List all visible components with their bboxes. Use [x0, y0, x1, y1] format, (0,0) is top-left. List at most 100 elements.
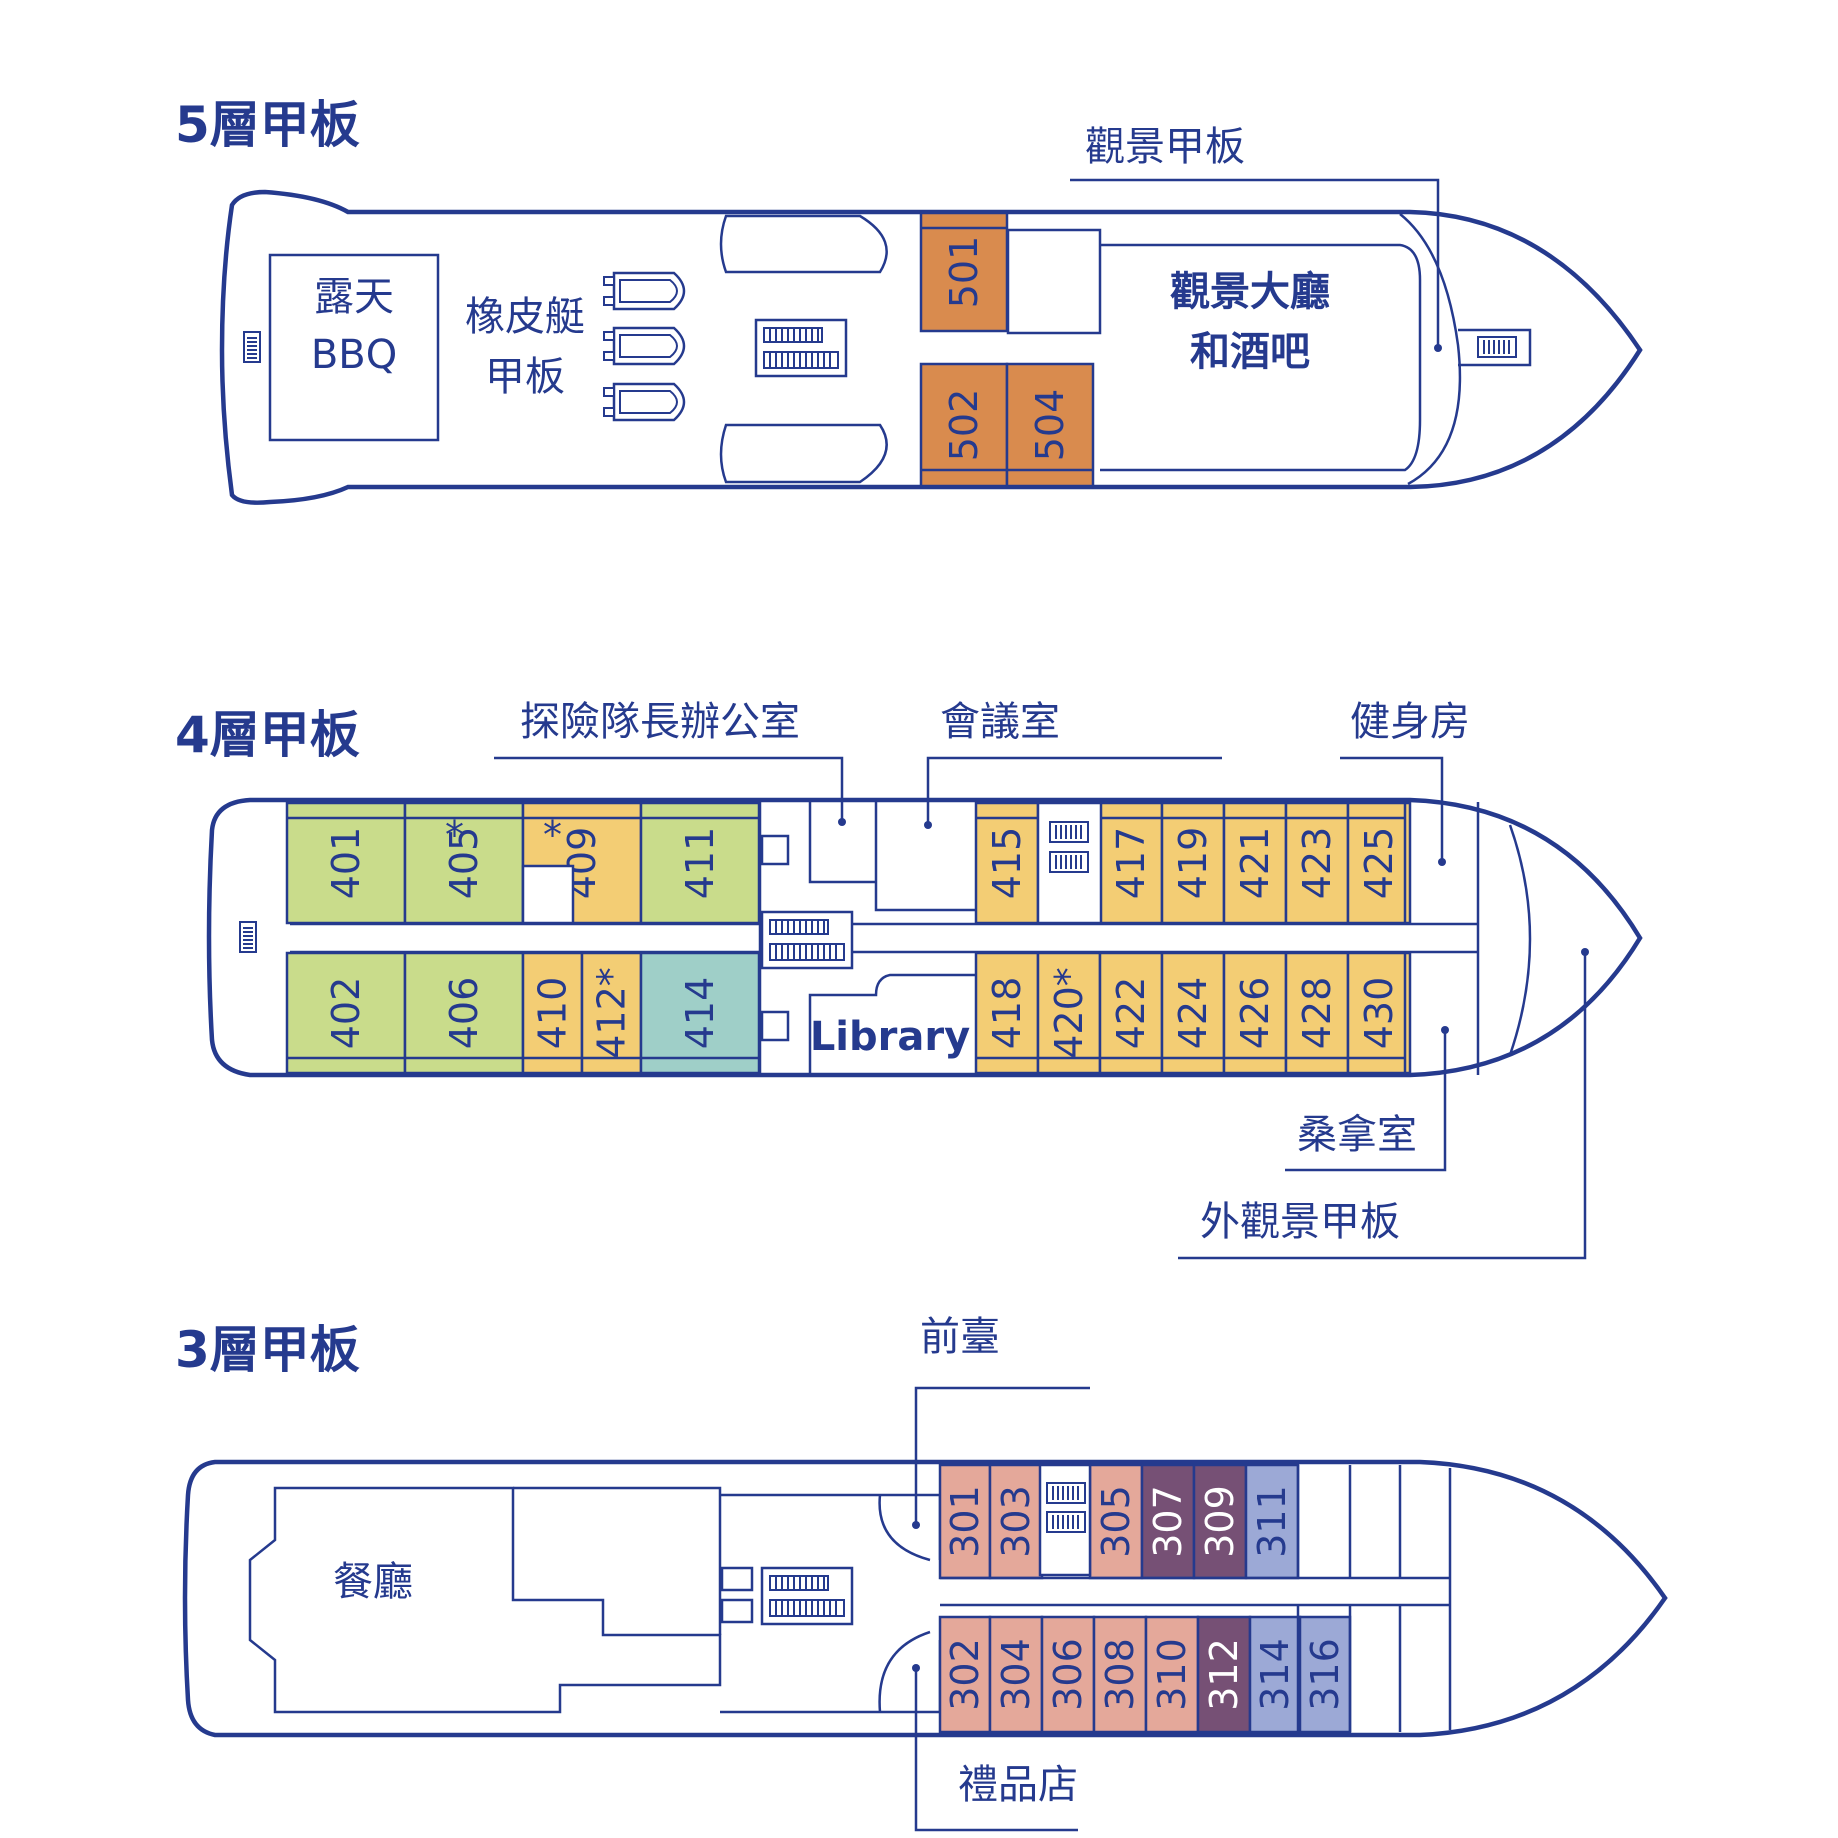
sauna-marker: [1441, 1026, 1449, 1034]
cabin-number: 422: [1109, 977, 1153, 1050]
cabin-number: 316: [1303, 1638, 1347, 1711]
expedition-office-label: 探險隊長辦公室: [520, 699, 800, 745]
deck5-lounge-outline: [1100, 243, 1422, 472]
cabin-number: 308: [1098, 1638, 1142, 1711]
deck3-reception-arc: [878, 1494, 931, 1562]
cabin-426: [1222, 951, 1288, 1075]
cabin-number: 426: [1233, 977, 1277, 1050]
cabin-number: 301: [943, 1485, 987, 1558]
cabin-307: [1140, 1463, 1196, 1580]
lifeboat-icon: [602, 326, 686, 366]
cabin-number: 414: [678, 977, 722, 1050]
cabin-number: 405: [442, 827, 486, 900]
cabin-414: [639, 951, 761, 1075]
deck3-closet-a: [720, 1566, 754, 1592]
cabin-419: [1160, 801, 1226, 925]
lifeboat-icon: [602, 271, 686, 311]
deck4-office-walls: [758, 802, 975, 1075]
cabin-306: [1040, 1615, 1096, 1734]
cabin-number: 504: [1028, 389, 1072, 462]
cabin-301: [938, 1463, 992, 1580]
cabin-412: [580, 951, 643, 1075]
outer-observation-label: 外觀景甲板: [1200, 1199, 1400, 1245]
deck3-title: 3層甲板: [175, 1321, 360, 1379]
lounge-label-line2: 和酒吧: [1190, 329, 1310, 375]
cabin-number: 406: [442, 977, 486, 1050]
cabin-418: [974, 951, 1040, 1075]
cabin-411: [639, 801, 761, 925]
stairs-icon: [1477, 336, 1517, 358]
meeting-room-label: 會議室: [940, 699, 1060, 745]
stairs-icon: [760, 910, 854, 970]
cabin-star-mark: *: [543, 813, 562, 857]
observation-deck-label: 觀景甲板: [1085, 124, 1245, 170]
deck4-niche: [521, 864, 575, 925]
cabin-number: 314: [1253, 1638, 1297, 1711]
deck5-title: 5層甲板: [175, 96, 360, 154]
cabin-number: 420*: [1047, 967, 1091, 1059]
expedition-office-leader: [494, 756, 844, 822]
cabin-number: 401: [324, 827, 368, 900]
gift-shop-label: 禮品店: [958, 1762, 1078, 1808]
restaurant-label: 餐廳: [333, 1559, 413, 1605]
cabin-number: 418: [985, 977, 1029, 1050]
cabin-number: 411: [678, 827, 722, 900]
deck4-bow-curve: [1508, 824, 1532, 1056]
reception-label: 前臺: [920, 1314, 1000, 1360]
deck4-library-walls: [808, 973, 975, 1075]
cabin-425: [1346, 801, 1412, 925]
cabin-number: 305: [1094, 1485, 1138, 1558]
cabin-314: [1248, 1615, 1302, 1734]
cabin-312: [1196, 1615, 1252, 1734]
cabin-number: 412*: [590, 967, 634, 1059]
cabin-number: 311: [1250, 1485, 1294, 1558]
cabin-405: [403, 801, 525, 925]
cabin-number: 417: [1109, 827, 1153, 900]
reception-marker: [912, 1521, 920, 1529]
cabin-number: 307: [1146, 1485, 1190, 1558]
deck5-bow-curve: [1399, 213, 1462, 486]
cabin-423: [1284, 801, 1350, 925]
cabin-number: 410: [531, 977, 575, 1050]
cabin-302: [938, 1615, 992, 1734]
gym-leader: [1340, 756, 1444, 862]
bbq-label-line2: BBQ: [311, 332, 397, 378]
cabin-number: 425: [1357, 827, 1401, 900]
cabin-number: 430: [1357, 977, 1401, 1050]
cabin-430: [1346, 951, 1412, 1075]
deck4-closet-bottom: [760, 1010, 790, 1042]
stairs-icon: [239, 921, 257, 953]
cabin-420: [1036, 951, 1102, 1075]
cabin-number: 502: [942, 389, 986, 462]
bbq-label-line1: 露天: [314, 274, 394, 320]
stairs-icon: [243, 331, 261, 363]
zodiac-label-line1: 橡皮艇: [465, 294, 585, 340]
cabin-number: 415: [985, 827, 1029, 900]
gift-shop-marker: [912, 1664, 920, 1672]
cabin-number: 303: [994, 1485, 1038, 1558]
cabin-number: 302: [943, 1638, 987, 1711]
cabin-number: 428: [1295, 977, 1339, 1050]
gym-marker: [1438, 858, 1446, 866]
cabin-number: 312: [1202, 1638, 1246, 1711]
cabin-number: 419: [1171, 827, 1215, 900]
cabin-number: 306: [1046, 1638, 1090, 1711]
cabin-401: [285, 801, 407, 925]
sauna-leader: [1285, 1030, 1447, 1172]
cabin-402: [285, 951, 407, 1075]
deck4-closet-top: [760, 834, 790, 866]
cabin-number: 304: [994, 1638, 1038, 1711]
lifeboat-icon: [602, 382, 686, 422]
deck5-tender-bottom: [719, 423, 888, 484]
cabin-415: [974, 801, 1040, 925]
cabin-502: [919, 362, 1009, 488]
restaurant-outline: [248, 1486, 722, 1714]
stairs-icon: [760, 1566, 854, 1626]
cabin-number: 402: [324, 977, 368, 1050]
cabin-number: 309: [1198, 1485, 1242, 1558]
cabin-305: [1088, 1463, 1144, 1580]
deck4-aft-bow-walls: [1403, 802, 1480, 1075]
cabin-310: [1144, 1615, 1200, 1734]
